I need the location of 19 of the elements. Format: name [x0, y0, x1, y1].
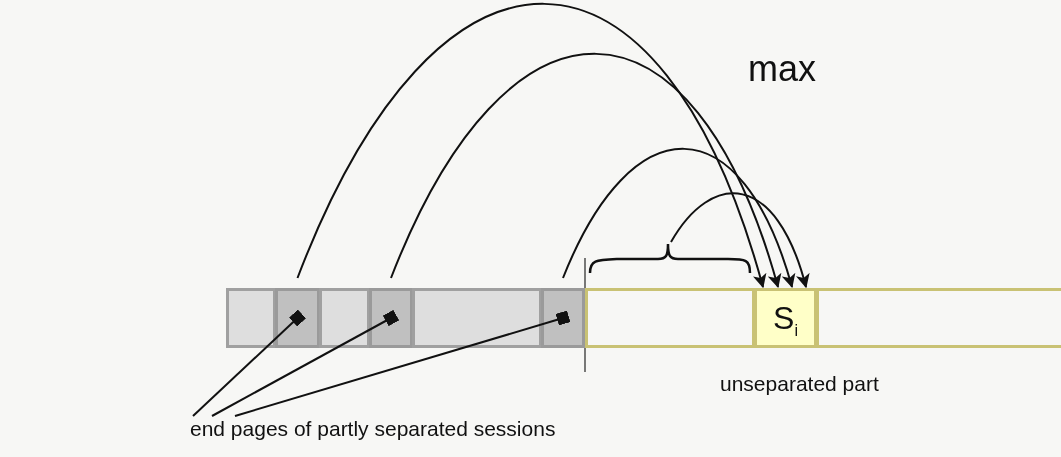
page-cell [319, 288, 370, 348]
leader-line [211, 309, 400, 417]
page-cell [412, 288, 542, 348]
arc-arrow [670, 192, 809, 289]
part-label: unseparated part [720, 372, 879, 396]
end-page-cell [541, 288, 585, 348]
arc-arrow [562, 147, 795, 289]
end-page-cell [369, 288, 413, 348]
unseparated-strip [816, 288, 1061, 348]
max-label: max [748, 48, 816, 90]
arc-arrow [296, 2, 766, 289]
arc-arrow [390, 52, 781, 289]
curly-bracket [588, 242, 754, 274]
leader-line [192, 309, 306, 417]
unseparated-strip [585, 288, 755, 348]
leader-line [234, 310, 571, 417]
page-cell [226, 288, 276, 348]
session-page-cell: S$_{i}$ [754, 288, 817, 348]
annotation-text: end pages of partly separated sessions [190, 416, 590, 444]
